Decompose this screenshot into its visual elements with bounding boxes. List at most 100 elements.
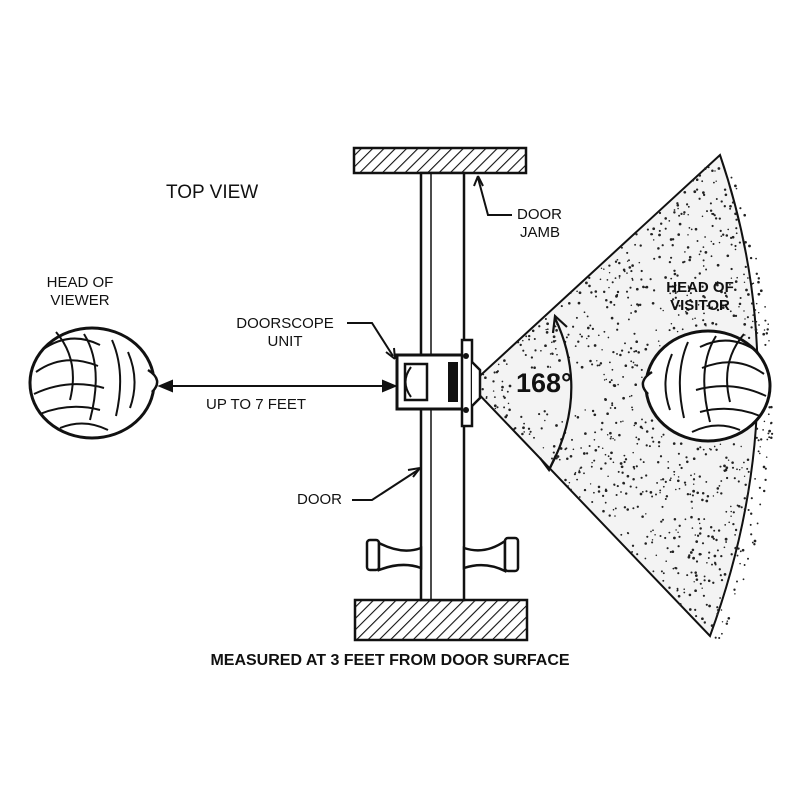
doorscope-unit-label-line1: DOORSCOPE xyxy=(236,315,334,332)
stipple-dot xyxy=(584,409,586,411)
stipple-dot xyxy=(587,345,590,348)
stipple-dot xyxy=(549,366,552,368)
stipple-dot xyxy=(501,380,504,383)
stipple-dot xyxy=(692,179,695,182)
stipple-dot xyxy=(484,376,487,380)
stipple-dot xyxy=(660,478,662,481)
stipple-dot xyxy=(538,325,541,328)
stipple-dot xyxy=(638,261,641,264)
stipple-dot xyxy=(756,522,759,525)
stipple-dot xyxy=(610,316,614,320)
stipple-dot xyxy=(600,267,603,270)
stipple-dot xyxy=(635,350,638,353)
stipple-dot xyxy=(673,474,675,476)
stipple-dot xyxy=(690,515,693,519)
stipple-dot xyxy=(692,556,695,560)
viewer-label: HEAD OF VIEWER xyxy=(25,274,135,310)
stipple-dot xyxy=(702,319,705,322)
stipple-dot xyxy=(702,265,705,267)
stipple-dot xyxy=(689,493,692,496)
stipple-dot xyxy=(549,353,552,355)
stipple-dot xyxy=(763,329,766,331)
stipple-dot xyxy=(593,344,597,347)
stipple-dot xyxy=(505,414,508,417)
stipple-dot xyxy=(703,518,706,521)
stipple-dot xyxy=(583,472,585,475)
stipple-dot xyxy=(631,277,634,280)
stipple-dot xyxy=(686,246,690,249)
stipple-dot xyxy=(674,306,677,309)
stipple-dot xyxy=(529,430,532,433)
stipple-dot xyxy=(688,593,692,597)
stipple-dot xyxy=(661,518,665,521)
stipple-dot xyxy=(765,456,768,458)
stipple-dot xyxy=(758,452,761,455)
stipple-dot xyxy=(493,396,496,399)
stipple-dot xyxy=(632,507,635,510)
stipple-dot xyxy=(544,317,547,321)
stipple-dot xyxy=(694,574,698,577)
stipple-dot xyxy=(756,427,759,430)
stipple-dot xyxy=(670,277,673,280)
stipple-dot xyxy=(601,447,604,450)
stipple-dot xyxy=(573,473,576,476)
stipple-dot xyxy=(689,551,693,554)
stipple-dot xyxy=(689,299,692,302)
stipple-dot xyxy=(580,335,583,338)
stipple-dot xyxy=(726,620,729,622)
stipple-dot xyxy=(639,492,643,496)
stipple-dot xyxy=(551,352,554,355)
stipple-dot xyxy=(698,552,702,556)
viewer-label-line1: HEAD OF xyxy=(46,274,114,291)
stipple-dot xyxy=(763,420,766,423)
stipple-dot xyxy=(750,497,753,500)
stipple-dot xyxy=(611,404,614,407)
stipple-dot xyxy=(706,210,708,213)
stipple-dot xyxy=(583,488,587,492)
stipple-dot xyxy=(669,238,673,241)
stipple-dot xyxy=(717,529,721,532)
stipple-dot xyxy=(664,217,667,220)
stipple-dot xyxy=(604,462,607,465)
stipple-dot xyxy=(733,477,736,480)
stipple-dot xyxy=(729,207,732,210)
stipple-dot xyxy=(575,316,578,319)
stipple-dot xyxy=(626,531,629,534)
stipple-dot xyxy=(497,363,500,366)
door-knob-left xyxy=(365,538,423,572)
stipple-dot xyxy=(524,353,527,357)
stipple-dot xyxy=(555,329,558,332)
stipple-dot xyxy=(603,330,606,333)
stipple-dot xyxy=(676,203,680,207)
stipple-dot xyxy=(636,303,639,306)
stipple-dot xyxy=(731,461,734,464)
stipple-dot xyxy=(664,227,667,230)
stipple-dot xyxy=(567,485,569,487)
stipple-dot xyxy=(716,609,719,611)
stipple-dot xyxy=(599,278,602,281)
stipple-dot xyxy=(651,539,654,541)
stipple-dot xyxy=(523,422,525,425)
stipple-dot xyxy=(570,488,572,491)
stipple-dot xyxy=(632,451,634,454)
stipple-dot xyxy=(695,540,699,543)
stipple-dot xyxy=(659,307,662,310)
stipple-dot xyxy=(719,597,721,599)
stipple-dot xyxy=(631,366,634,369)
stipple-dot xyxy=(762,489,766,493)
stipple-dot xyxy=(568,302,571,305)
stipple-dot xyxy=(743,475,746,478)
stipple-dot xyxy=(576,416,580,419)
stipple-dot xyxy=(594,431,597,434)
stipple-dot xyxy=(546,328,549,331)
stipple-dot xyxy=(555,424,558,427)
stipple-dot xyxy=(714,563,717,566)
stipple-dot xyxy=(650,233,653,236)
stipple-dot xyxy=(674,566,677,569)
stipple-dot xyxy=(622,396,625,400)
stipple-dot xyxy=(620,491,622,493)
stipple-dot xyxy=(750,326,753,329)
visitor-label-line2: VISITOR xyxy=(670,297,730,314)
stipple-dot xyxy=(533,436,535,439)
stipple-dot xyxy=(582,452,586,455)
